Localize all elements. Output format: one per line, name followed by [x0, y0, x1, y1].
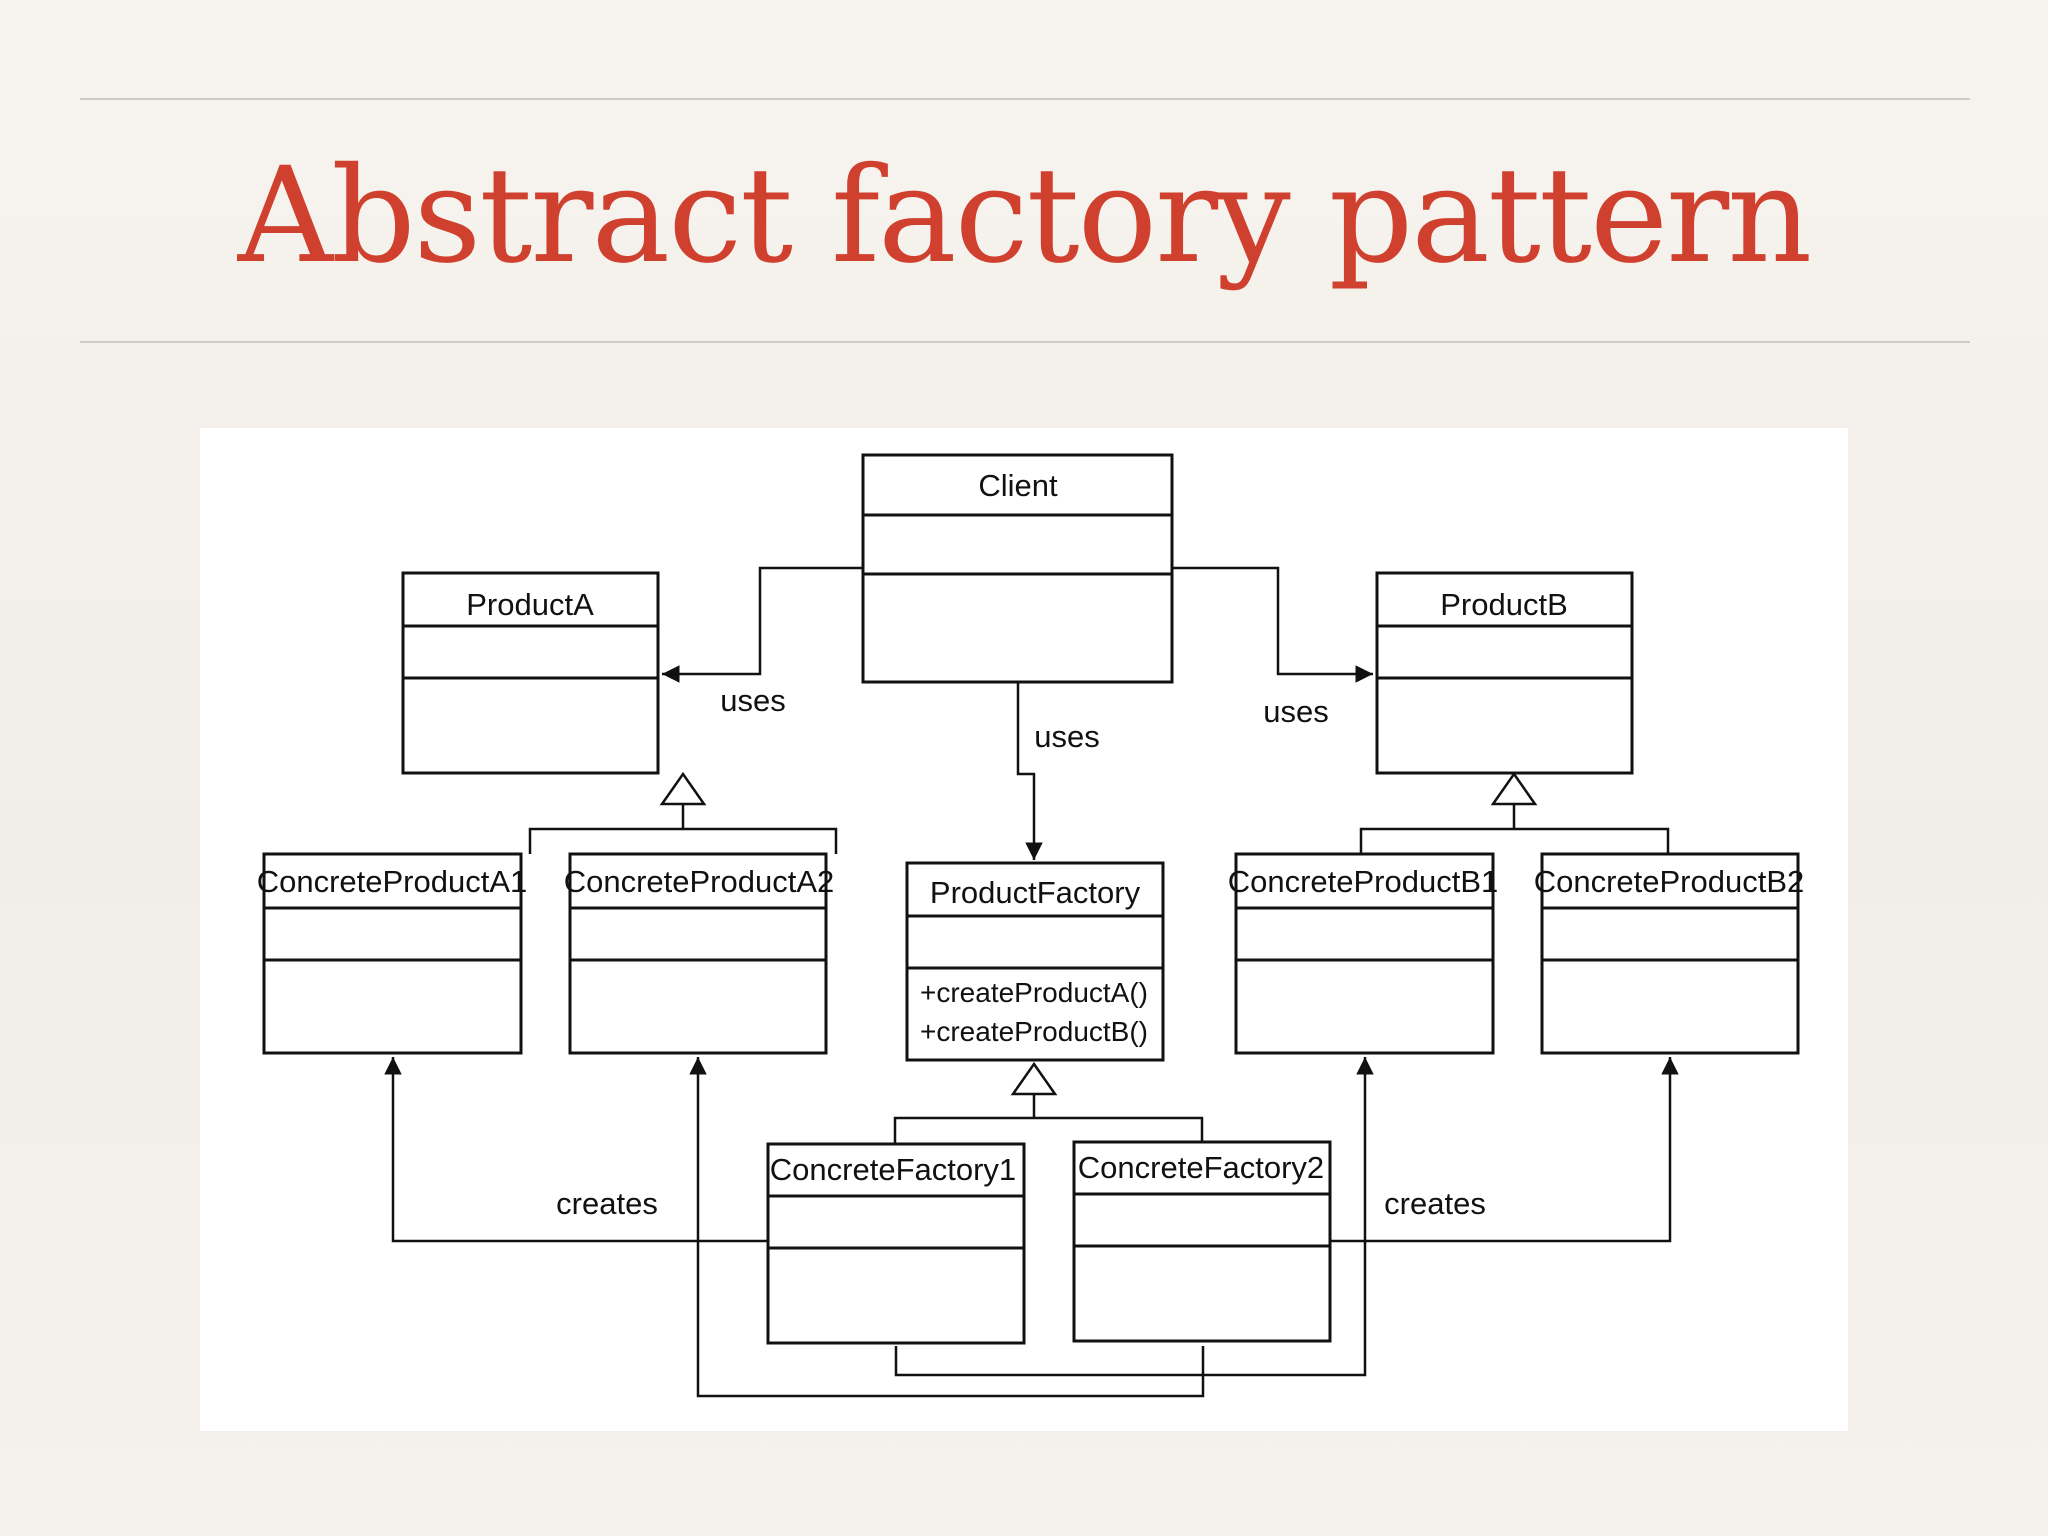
class-concrete-product-a1: ConcreteProductA1 [257, 852, 528, 1055]
method-create-product-a: +createProductA() [920, 977, 1148, 1008]
bottom-rule [80, 341, 1970, 343]
creates-arrow-a1 [384, 1057, 768, 1243]
inherit-triangle-product-b [1490, 771, 1538, 806]
class-concrete-product-a2-name: ConcreteProductA2 [564, 864, 835, 899]
class-concrete-factory1: ConcreteFactory1 [766, 1142, 1026, 1345]
class-product-b-name: ProductB [1440, 587, 1568, 622]
uses-arrow-product-a [662, 566, 863, 683]
label-creates-right: creates [1384, 1186, 1486, 1221]
creates-arrow-b1 [894, 1057, 1374, 1377]
top-rule [80, 98, 1970, 100]
class-client: Client [861, 453, 1174, 684]
inherit-triangle-product-a [659, 771, 707, 806]
inherit-triangle-product-factory [1010, 1061, 1058, 1096]
slide-title: Abstract factory pattern [237, 139, 1812, 293]
inherit-lines-product-b [1359, 804, 1670, 854]
inherit-lines-product-factory [893, 1094, 1204, 1144]
label-uses-product-factory: uses [1034, 719, 1099, 754]
uses-arrow-product-b [1172, 566, 1373, 683]
class-concrete-product-a2: ConcreteProductA2 [564, 852, 835, 1055]
method-create-product-b: +createProductB() [920, 1016, 1148, 1047]
class-concrete-factory2: ConcreteFactory2 [1072, 1140, 1332, 1343]
class-concrete-product-b2-name: ConcreteProductB2 [1534, 864, 1805, 899]
uml-class-diagram: Client ProductA ProductB ConcreteProduct… [257, 453, 1805, 1398]
class-product-factory-name: ProductFactory [930, 875, 1141, 910]
class-concrete-factory1-name: ConcreteFactory1 [770, 1152, 1016, 1187]
class-concrete-product-a1-name: ConcreteProductA1 [257, 864, 528, 899]
uml-diagram-panel: Client ProductA ProductB ConcreteProduct… [200, 428, 1848, 1431]
class-product-a: ProductA [401, 571, 660, 775]
class-concrete-product-b1-name: ConcreteProductB1 [1228, 864, 1499, 899]
class-concrete-product-b1: ConcreteProductB1 [1228, 852, 1499, 1055]
class-client-name: Client [978, 468, 1058, 503]
label-creates-left: creates [556, 1186, 658, 1221]
inherit-lines-product-a [528, 804, 838, 854]
class-product-factory: ProductFactory +createProductA() +create… [905, 861, 1165, 1062]
class-product-a-name: ProductA [466, 587, 594, 622]
label-uses-product-b: uses [1263, 694, 1328, 729]
label-uses-product-a: uses [720, 683, 785, 718]
class-concrete-factory2-name: ConcreteFactory2 [1078, 1150, 1324, 1185]
class-concrete-product-b2: ConcreteProductB2 [1534, 852, 1805, 1055]
creates-arrow-b2 [1329, 1057, 1679, 1243]
uses-arrow-product-factory [1016, 682, 1043, 860]
creates-arrow-a2 [689, 1057, 1205, 1398]
class-product-b: ProductB [1375, 571, 1634, 775]
